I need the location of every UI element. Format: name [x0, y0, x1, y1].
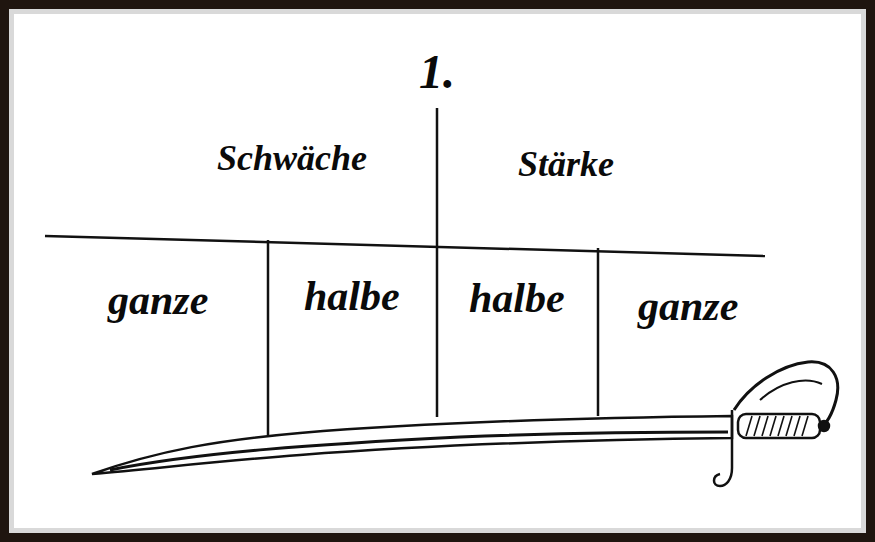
- horizontal-line: [45, 236, 765, 256]
- section-heading: Stärke: [515, 146, 617, 182]
- saber-hilt: [714, 362, 838, 486]
- saber-blade: [92, 416, 732, 474]
- inner-border: [9, 9, 866, 533]
- center-line: [436, 108, 439, 417]
- part-name: halbe: [466, 277, 568, 319]
- quarter-line: [597, 248, 600, 416]
- part-name: halbe: [301, 275, 403, 317]
- part-name: ganze: [635, 285, 741, 327]
- figure-number: 1.: [416, 48, 458, 96]
- paper: [14, 14, 861, 528]
- section-heading: Schwäche: [214, 140, 370, 176]
- division-lines: [45, 108, 765, 435]
- part-name: ganze: [105, 279, 211, 321]
- quarter-line: [267, 240, 270, 435]
